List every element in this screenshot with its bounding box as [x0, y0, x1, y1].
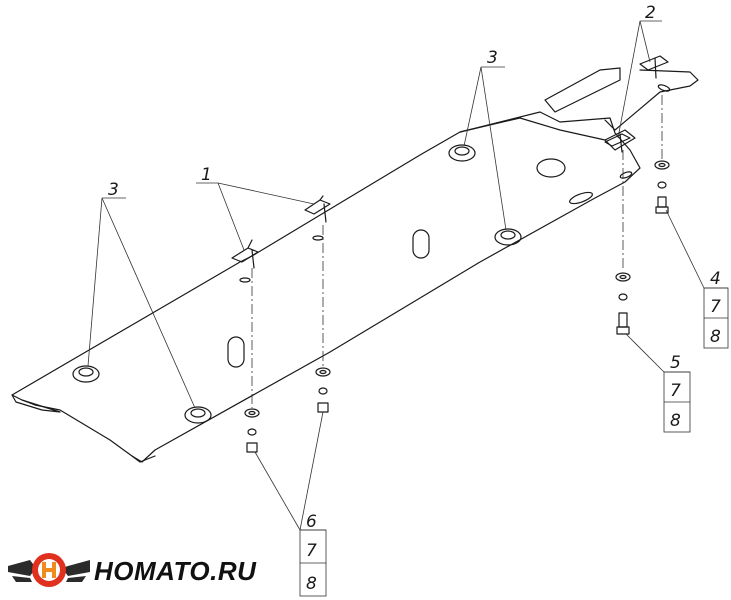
- callout-labels: 1 2 3 3 4 7 8 5 7 8 6 7 8: [108, 3, 721, 594]
- bracket-rear-2: [604, 133, 631, 153]
- side-tab-plate: [604, 129, 636, 151]
- plate-outline: [11, 111, 641, 463]
- plate-rear-lip: [131, 455, 156, 463]
- wing-right: [62, 560, 90, 576]
- bracket-right: [304, 195, 331, 223]
- bracket-rear-1: [639, 55, 669, 79]
- bumper: [72, 365, 100, 383]
- label-part-2: 2: [645, 3, 656, 23]
- bumper: [494, 228, 522, 246]
- hole-mount-2: [312, 235, 324, 241]
- fasteners: [244, 160, 670, 453]
- bumper: [184, 406, 212, 424]
- bumpers: [72, 144, 522, 424]
- logo: HOMATO.RU: [8, 553, 257, 587]
- label-part-5: 5: [670, 353, 681, 373]
- logo-text: HOMATO.RU: [94, 556, 257, 586]
- label-part-8-c: 8: [306, 574, 317, 594]
- label-part-7-b: 7: [670, 381, 681, 401]
- label-part-7-a: 7: [710, 297, 721, 317]
- plate-openings: [227, 84, 671, 368]
- round-hole: [536, 158, 566, 178]
- label-part-7-c: 7: [306, 541, 317, 561]
- wing-left-stripe: [12, 576, 32, 582]
- washer-nut-stack-left: [244, 408, 260, 453]
- wing-left: [8, 560, 36, 576]
- label-part-3-right: 3: [487, 48, 498, 68]
- hole-mount-1: [239, 277, 251, 283]
- rear-bracket: [544, 67, 621, 113]
- plate-front-lip: [11, 394, 61, 413]
- slot-side-tab: [619, 171, 633, 179]
- plate-bend-line: [459, 117, 606, 141]
- bumper: [448, 144, 476, 162]
- slot-rear: [569, 191, 593, 205]
- skid-plate: [11, 67, 699, 463]
- label-part-8-b: 8: [670, 411, 681, 431]
- center-lines: [251, 95, 663, 408]
- slot-center: [412, 229, 430, 259]
- bolt-stack-4: [654, 160, 670, 214]
- wing-right-stripe: [66, 576, 86, 582]
- washer-nut-stack-right: [315, 367, 331, 413]
- label-part-4: 4: [710, 269, 721, 289]
- slot-rear-tab: [657, 84, 671, 92]
- leader-lines: [87, 20, 728, 531]
- label-part-6: 6: [306, 512, 317, 532]
- callout-boxes: [299, 287, 729, 597]
- homato-wing-logo-icon: [8, 553, 90, 587]
- label-part-8-a: 8: [710, 327, 721, 347]
- bracket-left: [231, 239, 259, 269]
- rear-tab-plate: [604, 69, 699, 131]
- slot-left: [227, 336, 245, 368]
- mounting-brackets: [231, 55, 669, 269]
- label-part-1: 1: [201, 165, 212, 185]
- label-part-3-left: 3: [108, 180, 119, 200]
- bolt-stack-5: [615, 272, 631, 335]
